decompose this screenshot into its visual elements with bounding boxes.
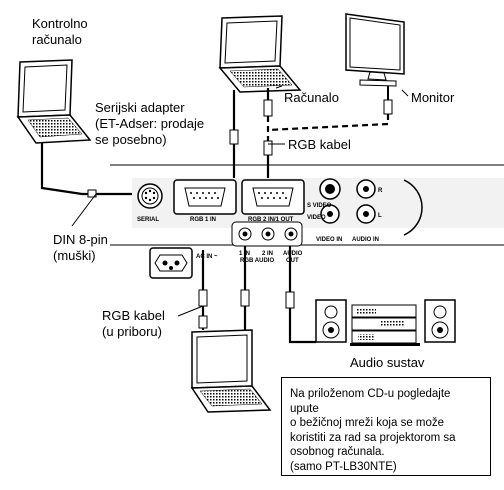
monitor bbox=[345, 13, 405, 87]
audio-in-ports bbox=[356, 179, 376, 224]
video-label: VIDEO bbox=[307, 215, 326, 221]
rgb-audio-label: RGB AUDIO bbox=[240, 258, 274, 264]
rgb2-port bbox=[241, 179, 305, 215]
out-label: OUT bbox=[286, 258, 299, 264]
serial-label: SERIAL bbox=[137, 217, 159, 223]
rgb2-label: RGB 2 IN/1 OUT bbox=[248, 217, 294, 223]
in2-label: 2 IN bbox=[262, 251, 273, 257]
rgb-cable-top-label: RGB kabel bbox=[288, 137, 351, 152]
control-computer-label: Kontrolno računalo bbox=[32, 16, 88, 47]
video-in-label: VIDEO IN bbox=[316, 237, 342, 243]
rgb1-port bbox=[173, 179, 237, 215]
audio-l-label: L bbox=[378, 213, 382, 219]
control-laptop bbox=[16, 59, 92, 144]
audio-system bbox=[315, 299, 456, 346]
serial-adapter-label: Serijski adapter (ET-Adser: prodaje se p… bbox=[95, 100, 205, 147]
bottom-laptop bbox=[190, 329, 272, 413]
projector-panel: SERIAL RGB 1 IN RGB 2 IN/1 OUT S VIDEO V… bbox=[110, 164, 504, 279]
monitor-label: Monitor bbox=[411, 90, 455, 105]
audio-r-label: R bbox=[378, 188, 383, 194]
din-connector bbox=[87, 189, 97, 198]
wireless-note: Na priloženom CD-u pogledajte upute o be… bbox=[281, 377, 491, 476]
serial-port bbox=[137, 183, 163, 209]
video-ports bbox=[319, 178, 341, 224]
rgb-cable-bottom-label: RGB kabel (u priboru) bbox=[102, 308, 165, 339]
din-label: DIN 8-pin (muški) bbox=[53, 232, 108, 263]
audio-out-label: AUDIO bbox=[283, 251, 303, 257]
rgb1-label: RGB 1 IN bbox=[190, 217, 216, 223]
audio-in-label: AUDIO IN bbox=[352, 237, 379, 243]
top-laptop bbox=[218, 15, 302, 93]
ac-in-label: AC IN ~ bbox=[196, 254, 218, 260]
rgb-audio-jacks bbox=[231, 221, 303, 247]
s-video-label: S VIDEO bbox=[307, 203, 332, 209]
ac-inlet bbox=[149, 247, 193, 279]
cables bbox=[40, 85, 409, 344]
audio-system-label: Audio sustav bbox=[350, 355, 425, 370]
computer-label: Računalo bbox=[284, 90, 339, 105]
